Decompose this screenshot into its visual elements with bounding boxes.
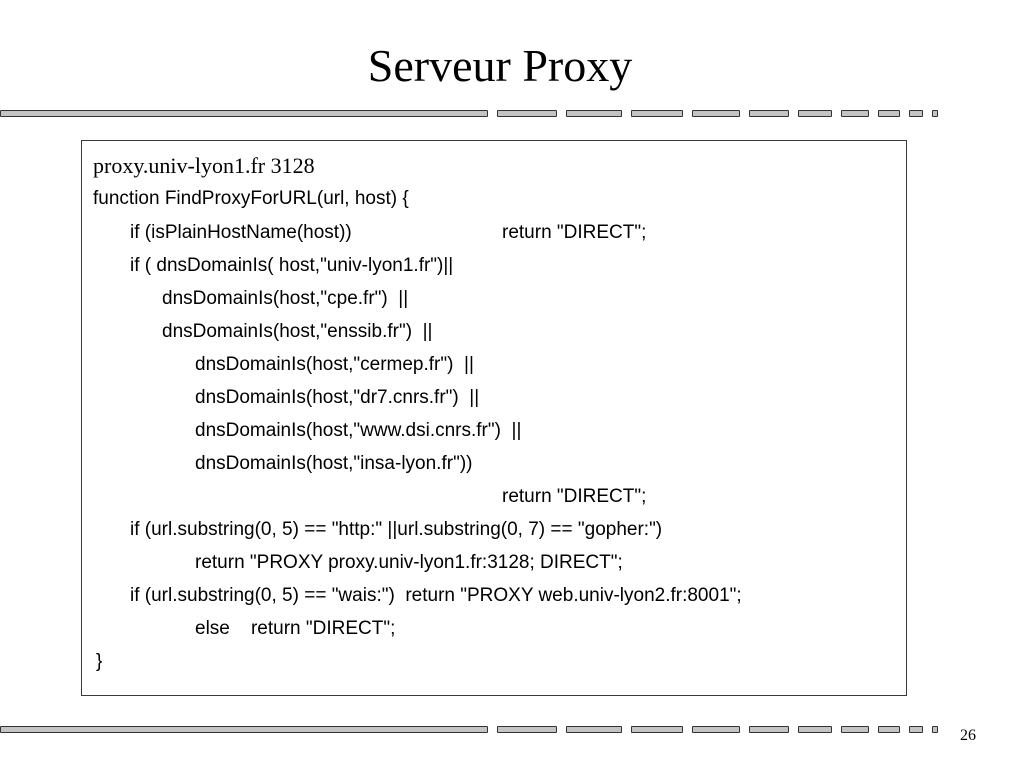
- divider-segment: [878, 110, 900, 117]
- divider-segment: [0, 110, 488, 117]
- pac-script-box: proxy.univ-lyon1.fr 3128 function FindPr…: [81, 140, 907, 696]
- code-line: return "DIRECT";: [502, 222, 647, 243]
- code-line: dnsDomainIs(host,"insa-lyon.fr")): [195, 453, 473, 474]
- code-line: if ( dnsDomainIs( host,"univ-lyon1.fr")|…: [130, 255, 454, 276]
- divider-segment: [566, 110, 622, 117]
- divider-segment: [631, 726, 683, 733]
- divider-segment: [932, 110, 938, 117]
- code-line: function FindProxyForURL(url, host) {: [93, 188, 409, 209]
- divider-segment: [878, 726, 900, 733]
- divider-segment: [631, 110, 683, 117]
- code-line: dnsDomainIs(host,"cpe.fr") ||: [162, 288, 409, 309]
- divider-segment: [497, 110, 557, 117]
- code-line: dnsDomainIs(host,"www.dsi.cnrs.fr") ||: [195, 420, 522, 441]
- divider-segment: [798, 726, 832, 733]
- divider-segment: [692, 110, 740, 117]
- divider-segment: [798, 110, 832, 117]
- code-line: dnsDomainIs(host,"enssib.fr") ||: [162, 321, 433, 342]
- divider-segment: [692, 726, 740, 733]
- slide-title: Serveur Proxy: [367, 40, 633, 91]
- divider-segment: [566, 726, 622, 733]
- code-line: if (url.substring(0, 5) == "wais:") retu…: [130, 585, 742, 606]
- bottom-divider: [0, 724, 1024, 738]
- divider-segment: [909, 110, 923, 117]
- code-line: dnsDomainIs(host,"dr7.cnrs.fr") ||: [195, 387, 480, 408]
- code-line: return "PROXY proxy.univ-lyon1.fr:3128; …: [195, 552, 623, 573]
- divider-segment: [841, 110, 869, 117]
- code-line: if (isPlainHostName(host)): [130, 222, 352, 243]
- top-divider: [0, 108, 1024, 122]
- code-line: }: [96, 651, 103, 672]
- divider-segment: [841, 726, 869, 733]
- slide-number: 26: [960, 727, 976, 744]
- proxy-address-heading: proxy.univ-lyon1.fr 3128: [93, 153, 315, 178]
- divider-segment: [749, 726, 789, 733]
- code-line: if (url.substring(0, 5) == "http:" ||url…: [130, 519, 663, 540]
- divider-segment: [932, 726, 938, 733]
- code-line: else return "DIRECT";: [195, 618, 396, 639]
- divider-segment: [497, 726, 557, 733]
- divider-segment: [0, 726, 488, 733]
- code-line: return "DIRECT";: [502, 486, 647, 507]
- divider-segment: [749, 110, 789, 117]
- divider-segment: [909, 726, 923, 733]
- code-line: dnsDomainIs(host,"cermep.fr") ||: [195, 354, 474, 375]
